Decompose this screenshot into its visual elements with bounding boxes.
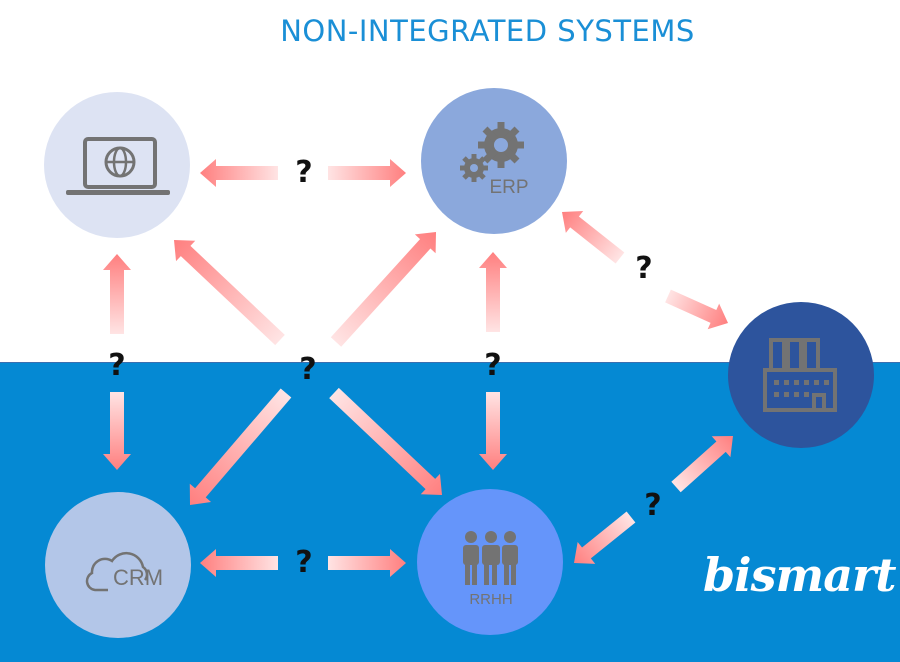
factory-icon bbox=[763, 338, 837, 412]
question-mark-rrhh-factory: ? bbox=[644, 488, 661, 523]
arrow-web-erp-right bbox=[328, 159, 406, 187]
arrow-erp-factory-down bbox=[665, 289, 728, 330]
arrow-web-erp-left bbox=[200, 159, 278, 187]
arrow-crm-rrhh-left bbox=[200, 549, 278, 577]
question-mark-center: ? bbox=[299, 352, 316, 387]
erp-label: ERP bbox=[489, 177, 528, 198]
question-mark-erp-factory: ? bbox=[635, 251, 652, 286]
rrhh-label: RRHH bbox=[469, 591, 512, 608]
arrow-rrhh-factory-up bbox=[671, 435, 734, 493]
bismart-logo: bismart bbox=[703, 548, 896, 602]
laptop-globe-icon bbox=[66, 137, 170, 195]
question-mark-web-erp: ? bbox=[295, 155, 312, 190]
arrow-center-crm bbox=[189, 388, 292, 506]
node-crm[interactable]: CRM bbox=[45, 492, 191, 638]
question-mark-erp-rrhh: ? bbox=[484, 348, 501, 383]
diagram-title: NON-INTEGRATED SYSTEMS bbox=[280, 14, 695, 48]
gears-icon bbox=[460, 122, 524, 182]
node-factory[interactable] bbox=[728, 302, 874, 448]
arrow-erp-rrhh-down bbox=[479, 392, 507, 470]
arrow-center-erp bbox=[330, 231, 437, 347]
question-mark-web-crm: ? bbox=[108, 348, 125, 383]
arrow-erp-rrhh-up bbox=[479, 252, 507, 332]
arrow-rrhh-factory-down bbox=[573, 511, 636, 564]
arrow-erp-factory-up bbox=[562, 210, 625, 264]
crm-label: CRM bbox=[113, 565, 163, 590]
cloud-icon bbox=[85, 551, 149, 592]
arrow-center-rrhh bbox=[329, 387, 442, 495]
node-rrhh[interactable]: RRHH bbox=[417, 489, 563, 635]
question-mark-crm-rrhh: ? bbox=[295, 545, 312, 580]
people-icon bbox=[463, 531, 518, 585]
node-erp[interactable]: ERP bbox=[421, 88, 567, 234]
arrow-center-web bbox=[173, 239, 285, 346]
arrow-web-crm-up bbox=[103, 254, 131, 334]
arrow-web-crm-down bbox=[103, 392, 131, 470]
arrow-crm-rrhh-right bbox=[328, 549, 406, 577]
node-web[interactable] bbox=[44, 92, 190, 238]
